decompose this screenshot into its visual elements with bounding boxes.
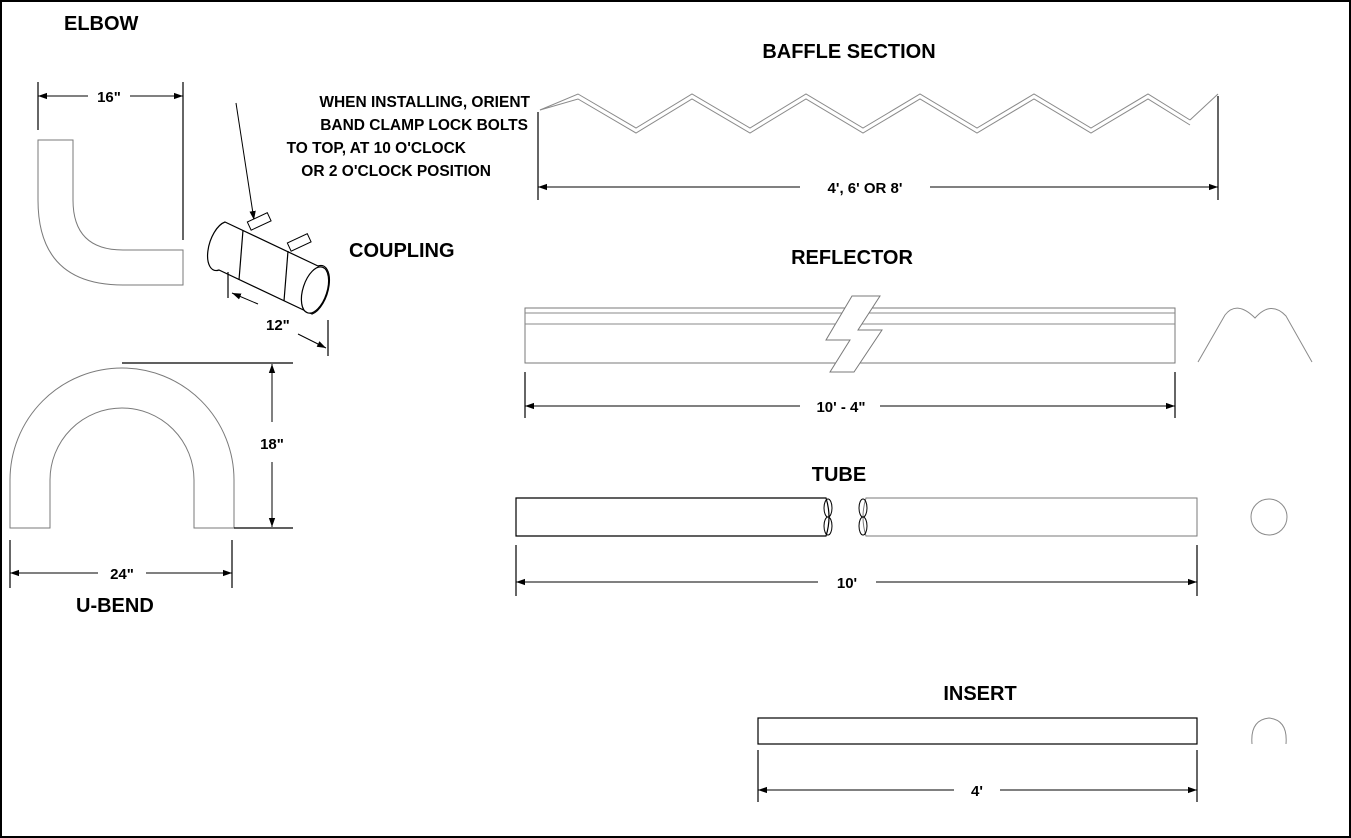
baffle-part: BAFFLE SECTION 4', 6' OR 8' (537, 41, 1219, 200)
baffle-zigzag-upper (539, 93, 1191, 129)
install-note-line2: BAND CLAMP LOCK BOLTS (320, 117, 528, 134)
install-note-line3: TO TOP, AT 10 O'CLOCK (287, 140, 467, 157)
tube-length-dim: 10' (837, 575, 857, 592)
baffle-zigzag-end (1189, 93, 1219, 121)
coupling-band-1 (238, 229, 244, 281)
elbow-shape (37, 139, 184, 286)
insert-length-dim: 4' (971, 783, 983, 800)
coupling-dim-arrow-left (231, 292, 259, 305)
coupling-title: COUPLING (349, 240, 455, 262)
baffle-title: BAFFLE SECTION (762, 41, 935, 63)
elbow-part: ELBOW 16" (37, 13, 184, 286)
tube-right-section (862, 497, 1198, 537)
clamp-bolt-1-icon (246, 212, 272, 231)
note-leader-arrow (235, 102, 256, 221)
u-bend-height-dim: 18" (260, 436, 284, 453)
reflector-title: REFLECTOR (791, 247, 913, 269)
coupling-band-2 (283, 250, 289, 302)
clamp-bolt-2-icon (286, 233, 312, 252)
elbow-title: ELBOW (64, 13, 139, 35)
tube-part: TUBE 10' (515, 464, 1288, 596)
coupling-part: WHEN INSTALLING, ORIENT BAND CLAMP LOCK … (206, 94, 531, 356)
tube-left-end-bottom (823, 516, 833, 536)
install-note-line4: OR 2 O'CLOCK POSITION (301, 163, 491, 180)
u-bend-shape (9, 367, 235, 529)
coupling-length-dim: 12" (266, 317, 290, 334)
baffle-zigzag-lower (539, 98, 1191, 134)
tube-left-section (515, 497, 830, 537)
tube-right-end-bottom (858, 516, 868, 536)
reflector-break-mark (825, 295, 883, 373)
insert-body (757, 717, 1198, 745)
reflector-length-dim: 10' - 4" (816, 399, 865, 416)
elbow-width-dim: 16" (97, 89, 121, 106)
insert-part: INSERT 4' (757, 683, 1287, 802)
install-note-line1: WHEN INSTALLING, ORIENT (319, 94, 530, 111)
insert-cross-section (1251, 717, 1287, 745)
coupling-end (300, 266, 330, 314)
baffle-length-dim: 4', 6' OR 8' (828, 180, 903, 197)
coupling-body (206, 221, 331, 315)
reflector-part: REFLECTOR 10' - 4" (524, 247, 1313, 418)
u-bend-part: 18" 24" U-BEND (9, 362, 293, 617)
tube-title: TUBE (812, 464, 866, 486)
tube-cross-section (1250, 498, 1288, 536)
u-bend-title: U-BEND (76, 595, 154, 617)
reflector-profile (1197, 307, 1313, 363)
insert-title: INSERT (943, 683, 1016, 705)
u-bend-width-dim: 24" (110, 566, 134, 583)
coupling-dim-arrow-right (297, 333, 327, 349)
